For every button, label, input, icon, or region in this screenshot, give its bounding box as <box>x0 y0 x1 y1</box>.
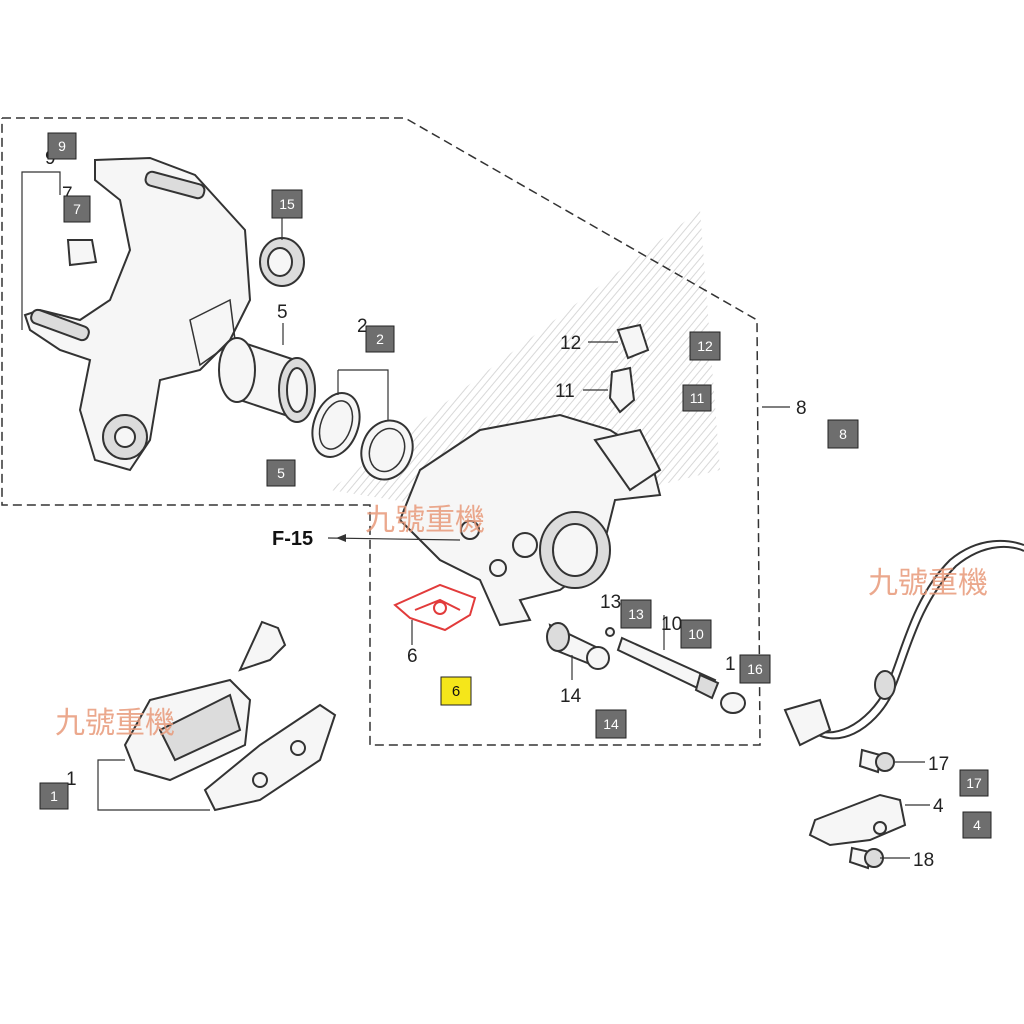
callout-16: 1 <box>725 654 736 675</box>
callout-1: 1 <box>66 769 77 790</box>
part-box-bg <box>962 811 992 839</box>
part-box-7[interactable]: 7 <box>63 195 91 223</box>
reference-label: F-15 <box>272 528 313 550</box>
part-box-12[interactable]: 12 <box>689 331 721 361</box>
watermark: 九號重機 <box>55 706 175 741</box>
part-box-label: 9 <box>58 138 66 154</box>
part-box-bg <box>39 782 69 810</box>
callout-8: 8 <box>796 398 807 419</box>
part-box-bg <box>63 195 91 223</box>
part-14-pin <box>546 622 610 670</box>
part-box-label: 6 <box>452 683 460 700</box>
part-box-label: 13 <box>628 606 644 622</box>
part-box-9[interactable]: 9 <box>47 132 77 160</box>
ref-arrow <box>336 534 346 542</box>
part-box-label: 10 <box>688 626 704 642</box>
part-box-bg <box>365 325 395 353</box>
abs-sensor-cable <box>783 539 1024 747</box>
callout-13: 13 <box>600 592 621 613</box>
caliper-body <box>398 413 662 627</box>
watermark: 九號重機 <box>365 503 485 538</box>
part-box-16[interactable]: 16 <box>739 654 771 684</box>
part-box-label: 7 <box>73 201 81 217</box>
part-box-6[interactable]: 6 <box>440 676 472 706</box>
part-10-pin <box>616 636 720 700</box>
part-box-bg <box>827 419 859 449</box>
part-box-label: 15 <box>279 196 295 212</box>
part-box-5[interactable]: 5 <box>266 459 296 487</box>
part-box-11[interactable]: 11 <box>682 384 712 412</box>
part-box-bg <box>682 384 712 412</box>
part-box-label: 12 <box>697 338 713 354</box>
part-12-cap <box>616 323 650 360</box>
callout-2: 2 <box>357 316 368 337</box>
part-box-label: 4 <box>973 817 981 833</box>
part-box-label: 1 <box>50 788 58 804</box>
part-box-label: 16 <box>747 661 763 677</box>
part-box-bg <box>739 654 771 684</box>
callout-10: 10 <box>661 614 682 635</box>
part-box-bg <box>595 709 627 739</box>
part-box-bg <box>959 769 989 797</box>
part-5-piston <box>218 337 316 423</box>
part-box-bg <box>271 189 303 219</box>
callout-7: 7 <box>62 184 73 205</box>
part-15-boot <box>259 237 305 287</box>
part-box-label: 17 <box>966 775 982 791</box>
part-box-bg <box>680 619 712 649</box>
part-box-label: 2 <box>376 331 384 347</box>
part-box-4[interactable]: 4 <box>962 811 992 839</box>
part-17-bolt <box>858 748 895 774</box>
part-box-label: 14 <box>603 716 619 732</box>
part-box-bg <box>266 459 296 487</box>
part-box-bg <box>689 331 721 361</box>
callout-5: 5 <box>277 302 288 323</box>
callout-6: 6 <box>407 646 418 667</box>
callout-11: 11 <box>555 381 575 402</box>
part-11-bleeder <box>608 366 636 414</box>
part-18-bolt <box>848 846 884 870</box>
part-6-spring <box>393 583 477 632</box>
part-box-1[interactable]: 1 <box>39 782 69 810</box>
part-13-oring <box>605 627 615 637</box>
callout-14: 14 <box>560 686 582 707</box>
part-box-bg <box>440 676 472 706</box>
part-box-label: 8 <box>839 426 847 442</box>
part-box-bg <box>620 599 652 629</box>
part-box-13[interactable]: 13 <box>620 599 652 629</box>
callout-12: 12 <box>560 333 581 354</box>
callout-4: 4 <box>933 796 944 817</box>
part-box-bg <box>47 132 77 160</box>
part-4-bracket <box>808 793 907 847</box>
part-box-14[interactable]: 14 <box>595 709 627 739</box>
part-box-17[interactable]: 17 <box>959 769 989 797</box>
part-2-seals <box>311 392 414 481</box>
callout-17: 17 <box>928 754 949 775</box>
part-box-15[interactable]: 15 <box>271 189 303 219</box>
part-box-2[interactable]: 2 <box>365 325 395 353</box>
watermark: 九號重機 <box>868 566 988 601</box>
part-box-label: 5 <box>277 465 285 481</box>
part-16-plug <box>720 692 746 714</box>
assembly-outline <box>1 117 761 746</box>
part-box-10[interactable]: 10 <box>680 619 712 649</box>
part-box-label: 11 <box>690 390 705 406</box>
part-1-pads <box>123 620 337 812</box>
callout-18: 18 <box>913 850 934 871</box>
part-7-boot <box>66 239 98 267</box>
part-box-8[interactable]: 8 <box>827 419 859 449</box>
caliper-bracket <box>23 156 252 472</box>
leader-lines <box>21 171 930 859</box>
